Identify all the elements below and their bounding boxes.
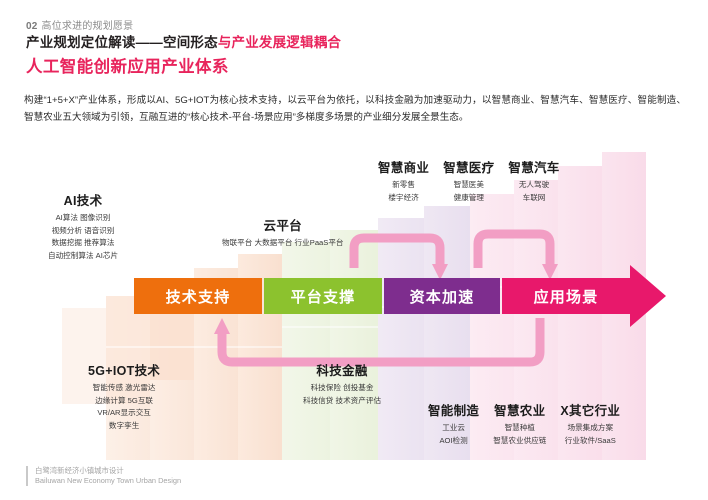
section-label: 高位求进的规划愿景 — [41, 21, 134, 32]
slide-subtitle: 产业规划定位解读——空间形态与产业发展逻辑耦合 — [26, 31, 341, 51]
cluster-5g-iot-line-1: 边缘计算 5G互联 — [95, 395, 154, 405]
cluster-smart-commerce-line-1: 楼宇经济 — [388, 192, 419, 202]
flow-segment-capital[interactable]: 资本加速 — [384, 278, 500, 314]
cluster-smart-agriculture-line-1: 智慧农业供应链 — [493, 435, 547, 445]
cluster-smart-healthcare-line-1: 健康管理 — [453, 192, 484, 202]
cluster-smart-manufacturing-line-1: AOI检测 — [439, 435, 468, 445]
cluster-smart-agriculture-line-0: 智慧种植 — [504, 423, 535, 432]
cluster-5g-iot-title: 5G+IOT技术 — [88, 364, 161, 378]
cluster-group-bottom-right: 智能制造 工业云 AOI检测 智慧农业 智慧种植 智慧农业供应链 X其它行业 场… — [428, 400, 620, 447]
cluster-5g-iot-line-2: VR/AR显示交互 — [97, 408, 151, 417]
intro-paragraph: 构建“1+5+X”产业体系，形成以AI、5G+IOT为核心技术支持，以云平台为依… — [24, 95, 686, 123]
footer-cn: 白鹭湾新经济小镇城市设计 — [35, 466, 124, 475]
cluster-ai-line-0: AI算法 图像识别 — [55, 213, 111, 222]
flow-arrowhead — [630, 265, 666, 327]
cluster-smart-agriculture: 智慧农业 智慧种植 智慧农业供应链 — [493, 400, 546, 447]
cluster-ai-line-1: 视频分析 语音识别 — [51, 225, 115, 235]
cluster-fintech: 科技金融 科技保险 创投基金 科技信贷 技术资产评估 — [303, 360, 381, 407]
cluster-smart-auto-title: 智慧汽车 — [508, 161, 560, 175]
cluster-smart-commerce-line-0: 新零售 — [392, 180, 415, 189]
cluster-other-industries-line-1: 行业软件/SaaS — [564, 435, 616, 445]
cluster-smart-healthcare-line-0: 智慧医美 — [453, 180, 484, 189]
subtitle-main: 产业规划定位解读——空间形态 — [26, 35, 218, 50]
cluster-fintech-line-1: 科技信贷 技术资产评估 — [303, 395, 382, 405]
cluster-other-industries-line-0: 场景集成方案 — [567, 423, 614, 432]
cluster-5g-iot-line-0: 智能传感 激光雷达 — [92, 383, 156, 392]
step-group-orange-lower — [62, 282, 194, 404]
footer: 白鹭湾新经济小镇城市设计 Bailuwan New Economy Town U… — [26, 466, 181, 486]
flow-segment-platform[interactable]: 平台支撑 — [264, 278, 382, 314]
step-group-green — [282, 230, 378, 478]
cluster-other-industries: X其它行业 场景集成方案 行业软件/SaaS — [560, 400, 620, 447]
cluster-smart-healthcare-title: 智慧医疗 — [443, 161, 495, 175]
footer-en: Bailuwan New Economy Town Urban Design — [35, 476, 182, 485]
cluster-group-top-right: 智慧商业 新零售 楼宇经济 智慧医疗 智慧医美 健康管理 智慧汽车 无人驾驶 车… — [378, 157, 560, 204]
cluster-ai-line-3: 自动控制算法 AI芯片 — [48, 250, 119, 260]
cluster-cloud: 云平台 物联平台 大数据平台 行业PaaS平台 — [222, 215, 344, 250]
cluster-5g-iot: 5G+IOT技术 智能传感 激光雷达 边缘计算 5G互联 VR/AR显示交互 数… — [88, 360, 160, 432]
cluster-smart-auto-line-0: 无人驾驶 — [518, 180, 550, 189]
flow-bar: 技术支持 平台支撑 资本加速 应用场景 — [134, 265, 670, 327]
cluster-ai: AI技术 AI算法 图像识别 视频分析 语音识别 数据挖掘 推荐算法 自动控制算… — [48, 190, 118, 262]
cluster-smart-commerce-title: 智慧商业 — [378, 161, 430, 175]
cluster-smart-agriculture-title: 智慧农业 — [494, 404, 546, 418]
page-title: 人工智能创新应用产业体系 — [26, 58, 229, 76]
flow-segment-tech[interactable]: 技术支持 — [134, 278, 262, 314]
cluster-other-industries-title: X其它行业 — [560, 404, 621, 418]
cluster-smart-manufacturing: 智能制造 工业云 AOI检测 — [428, 400, 479, 447]
subtitle-accent: 与产业发展逻辑耦合 — [217, 35, 342, 50]
cluster-ai-line-2: 数据挖掘 推荐算法 — [51, 238, 115, 247]
cluster-smart-commerce: 智慧商业 新零售 楼宇经济 — [378, 157, 429, 204]
cluster-cloud-title: 云平台 — [263, 219, 302, 233]
cluster-5g-iot-line-3: 数字孪生 — [108, 420, 140, 430]
cluster-smart-auto: 智慧汽车 无人驾驶 车联网 — [508, 157, 559, 204]
cluster-cloud-line-0: 物联平台 大数据平台 行业PaaS平台 — [222, 238, 344, 247]
flow-segment-application[interactable]: 应用场景 — [502, 278, 630, 314]
cluster-smart-healthcare: 智慧医疗 智慧医美 健康管理 — [443, 157, 494, 204]
section-number: 02 — [26, 21, 38, 32]
cluster-ai-title: AI技术 — [63, 194, 103, 208]
cluster-smart-manufacturing-line-0: 工业云 — [442, 423, 465, 432]
cluster-smart-manufacturing-title: 智能制造 — [428, 404, 480, 418]
cluster-fintech-line-0: 科技保险 创投基金 — [310, 383, 374, 392]
cluster-fintech-title: 科技金融 — [316, 364, 368, 378]
cluster-smart-auto-line-1: 车联网 — [522, 192, 546, 202]
